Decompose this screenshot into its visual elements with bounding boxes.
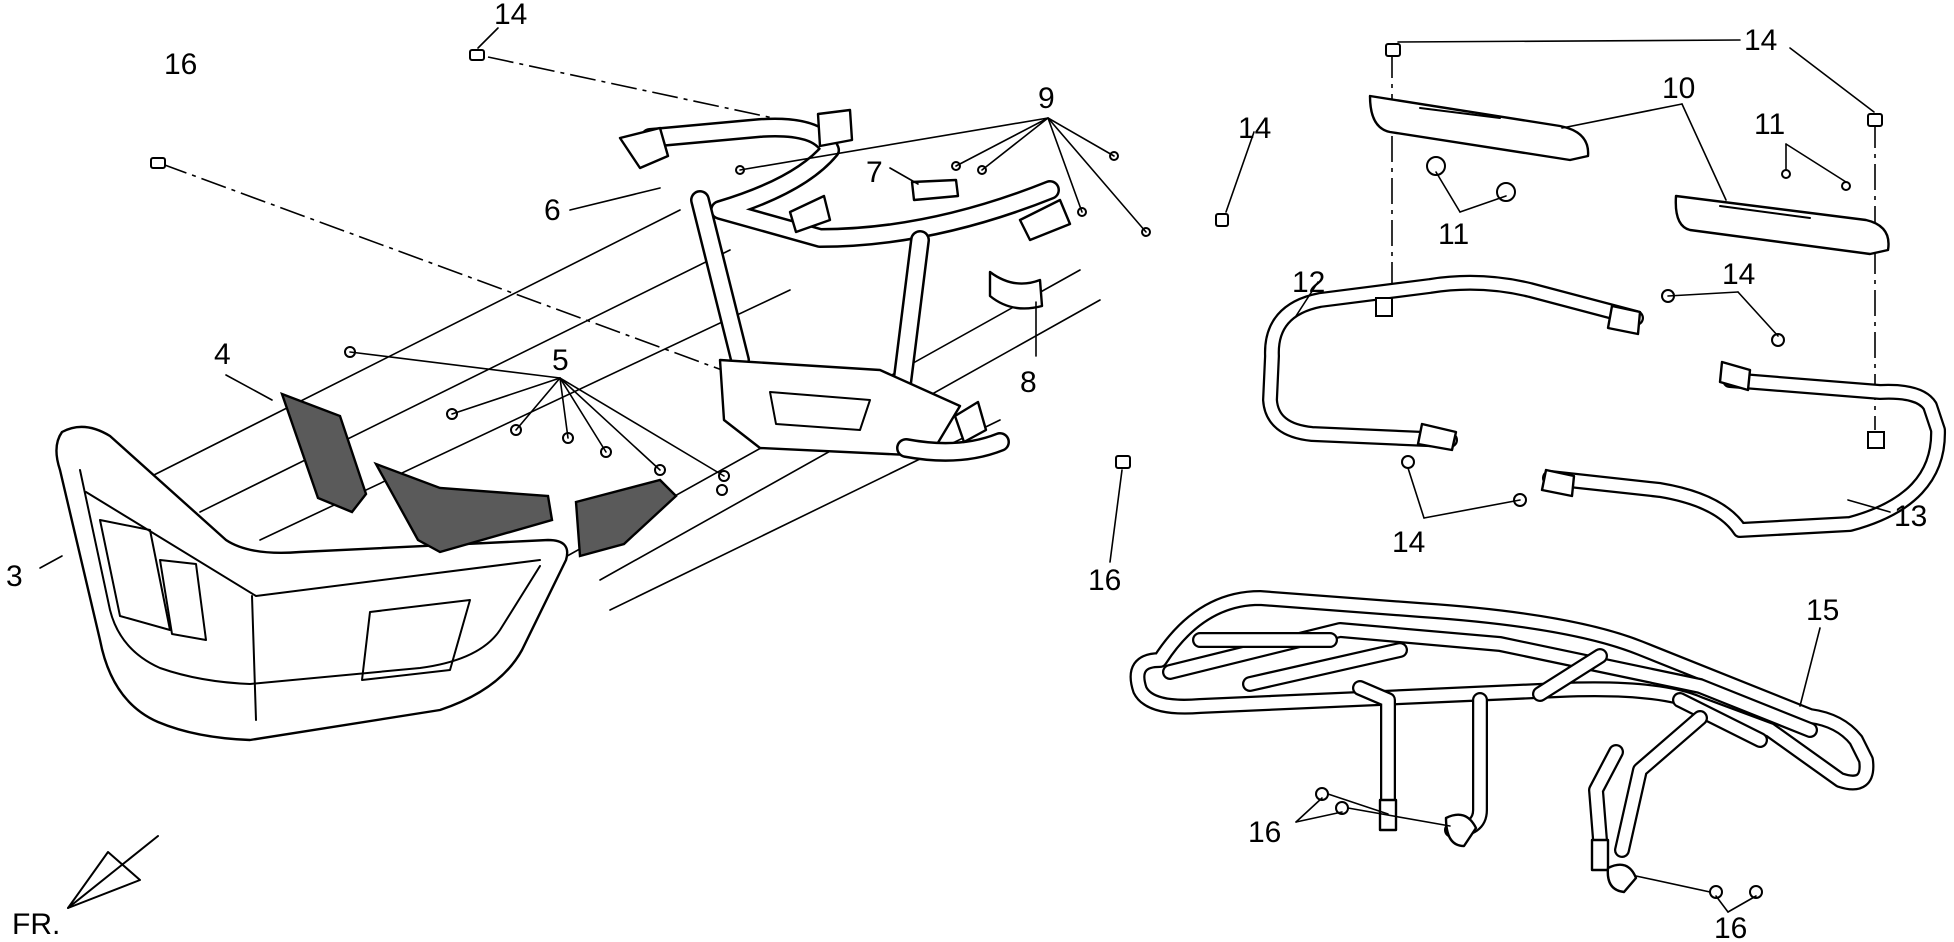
callout-14-rear-mid: 14: [1722, 258, 1755, 291]
callout-16-front: 16: [1088, 564, 1121, 597]
callout-9: 9: [1038, 82, 1055, 115]
callout-14-front-right: 14: [1238, 112, 1271, 145]
rear-rack: [1129, 590, 1875, 894]
front-frame: [618, 117, 1060, 462]
rear-rack-tubes-12-13: [1262, 274, 1947, 538]
callout-8: 8: [1020, 366, 1037, 399]
callout-6: 6: [544, 194, 561, 227]
leader-lines-rear: [1295, 39, 1891, 519]
leader-lines-front: [39, 27, 1255, 569]
callout-14-rear-bottom: 14: [1392, 526, 1425, 559]
callout-11-right: 11: [1754, 108, 1785, 141]
front-bumper-cover: [55, 425, 569, 742]
alignment-lines: [161, 52, 1876, 430]
callout-16-rack-bottom: 16: [1714, 912, 1747, 942]
callout-12: 12: [1292, 266, 1325, 299]
fasteners-rack: [1315, 787, 1763, 899]
small-brackets: [816, 108, 1072, 310]
callout-16-top-left: 16: [164, 48, 197, 81]
callout-10: 10: [1662, 72, 1695, 105]
callout-13: 13: [1894, 500, 1927, 533]
front-direction-label: FR.: [12, 908, 60, 941]
callout-5: 5: [552, 344, 569, 377]
callout-7: 7: [866, 156, 883, 189]
callout-4: 4: [214, 338, 231, 371]
callout-15: 15: [1806, 594, 1839, 627]
callout-11-left: 11: [1438, 218, 1469, 251]
mesh-grilles: [280, 391, 678, 558]
front-direction-arrow: [67, 835, 159, 909]
fasteners-rear: [1385, 43, 1883, 507]
callout-14-top-left: 14: [494, 0, 527, 31]
callout-3: 3: [6, 560, 23, 593]
leader-lines-rack: [1295, 627, 1821, 913]
callout-labels: 3 4 5 6 7 8 9 10 11 11 12 13 14 14 14 14…: [6, 0, 1927, 942]
callout-14-rear-top: 14: [1744, 24, 1777, 57]
rear-mount-brackets: [1368, 94, 1890, 256]
callout-16-rack-left: 16: [1248, 816, 1281, 849]
